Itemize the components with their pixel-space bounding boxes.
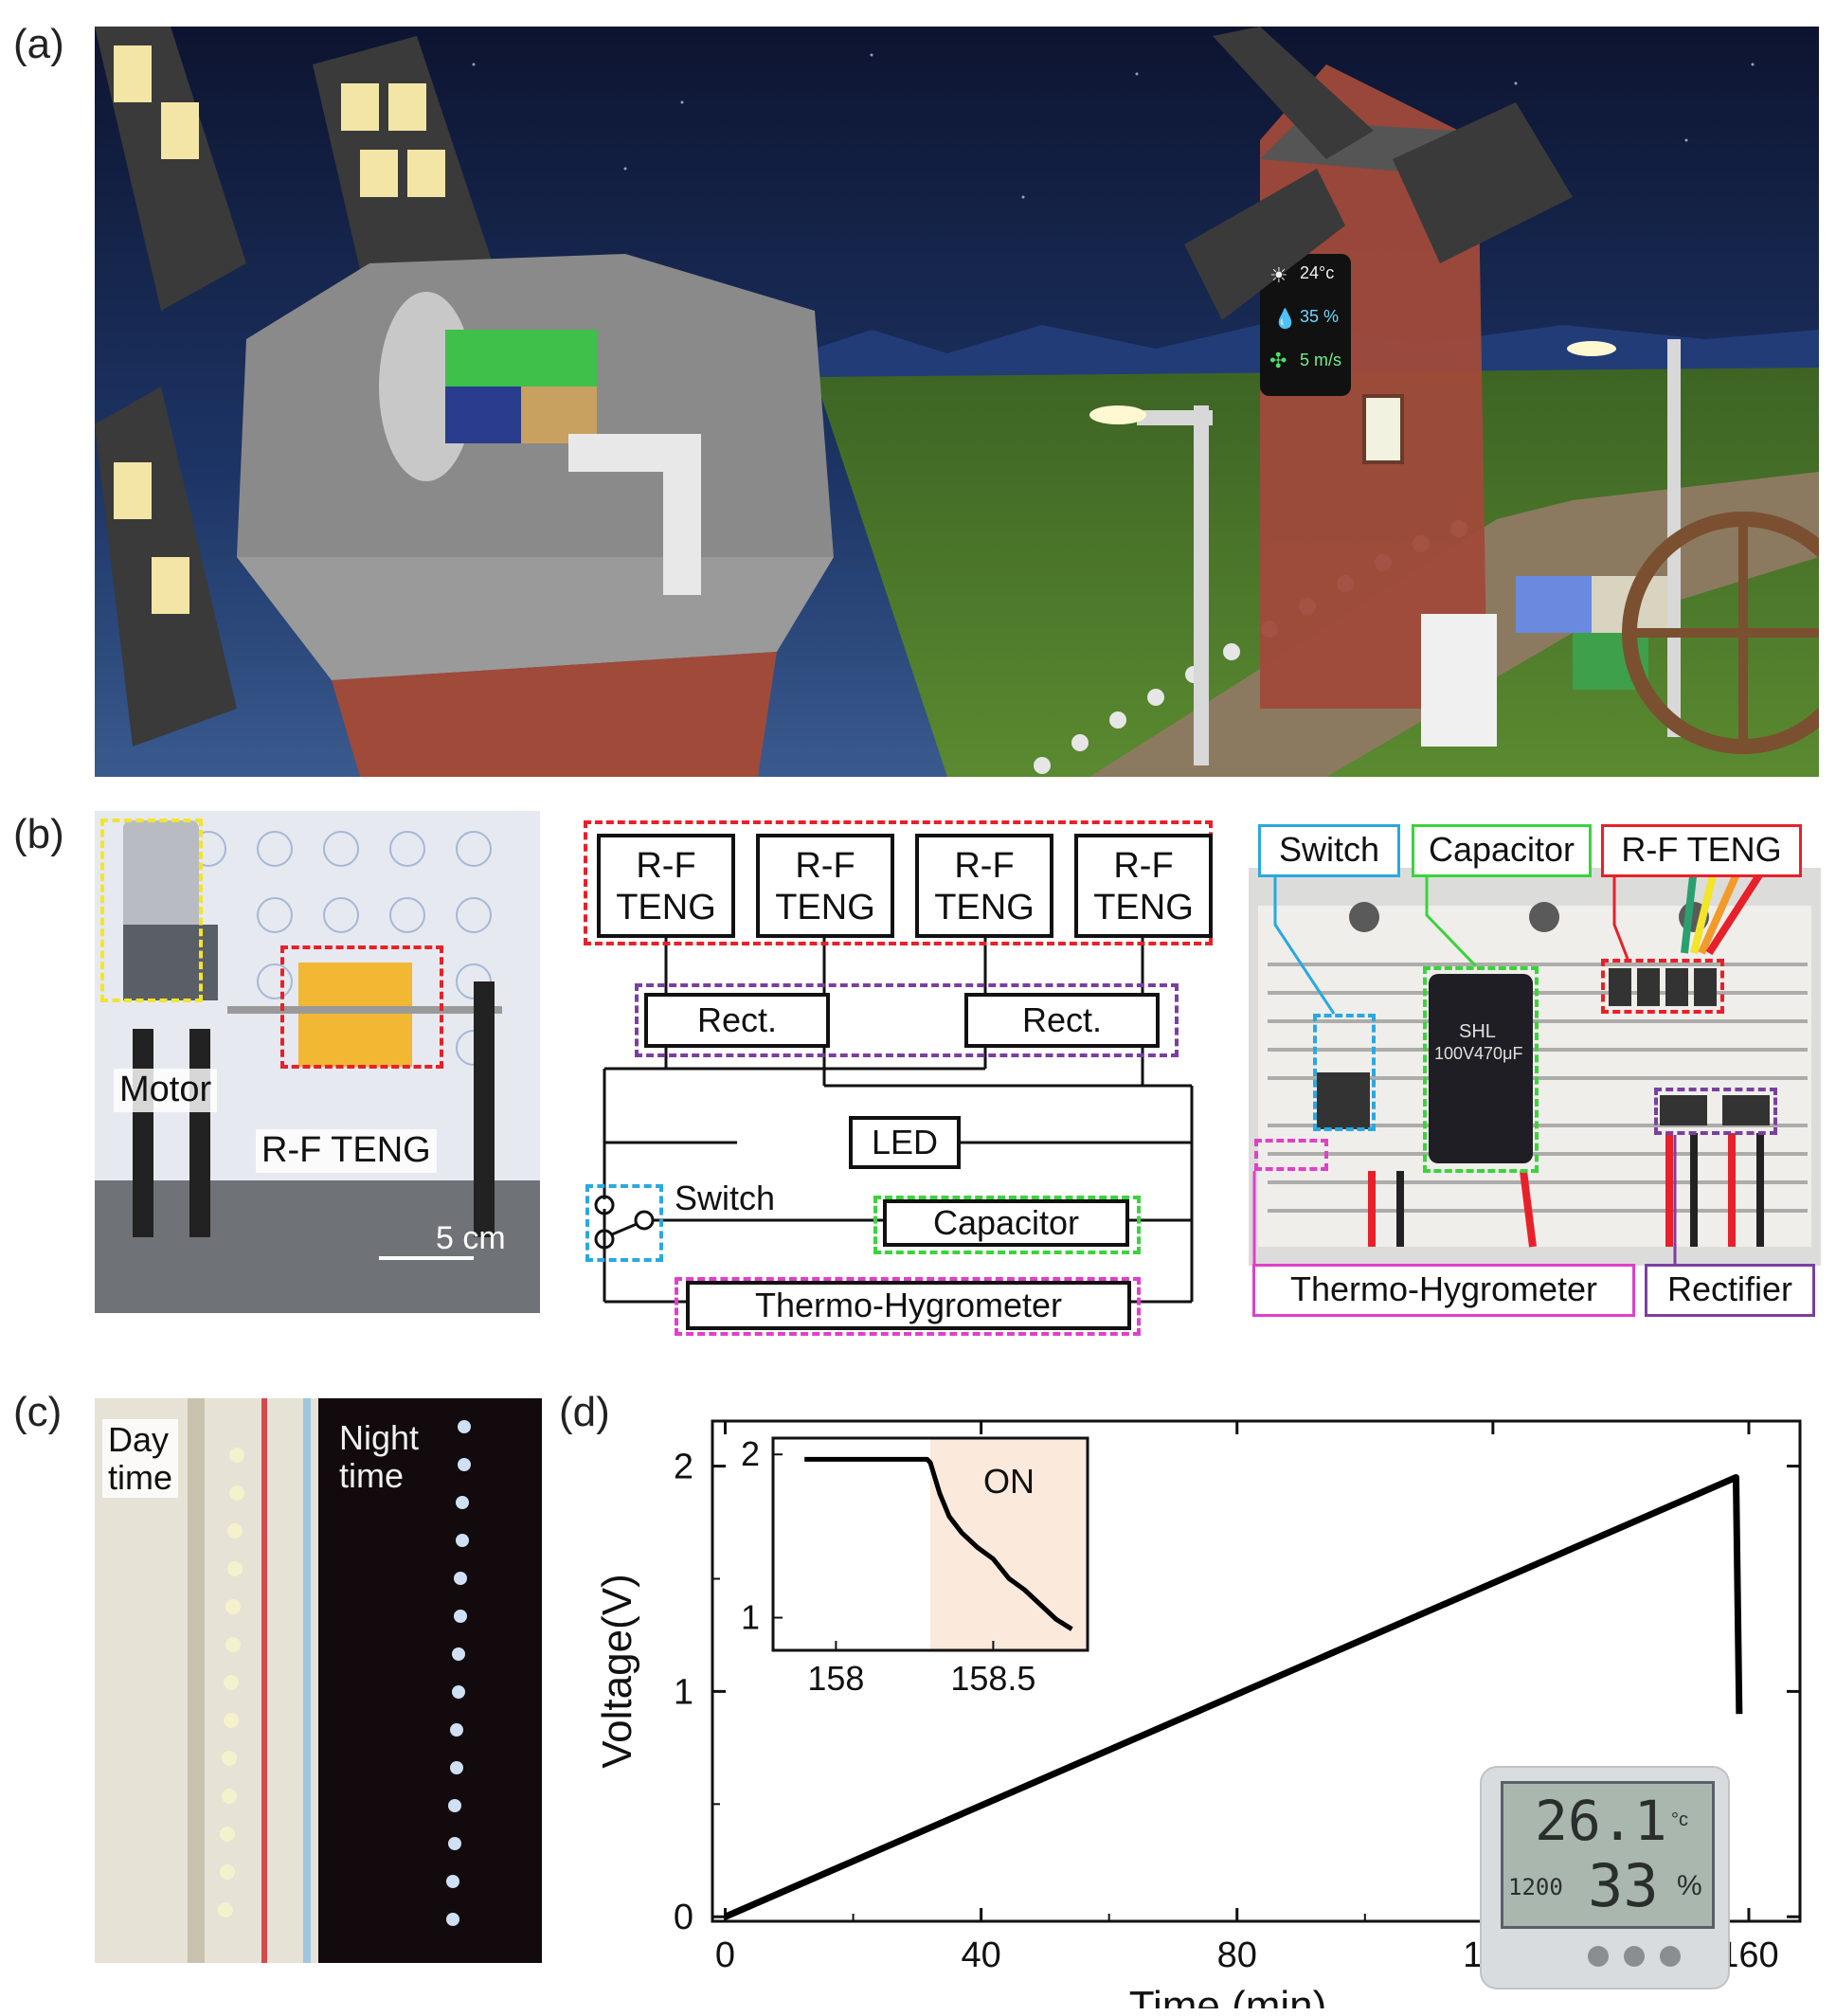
teng-box-3: R-F TENG xyxy=(915,834,1053,938)
x-tick-label: 40 xyxy=(961,1935,1000,1975)
inset-on-annotation: ON xyxy=(983,1462,1035,1501)
switch-component-box xyxy=(1313,1014,1376,1131)
capacitor-text-1: SHL xyxy=(1459,1021,1496,1042)
panel-label-a: (a) xyxy=(13,21,64,67)
sun-icon: ☀ xyxy=(1269,263,1288,287)
motor-highlight-box xyxy=(100,819,203,1002)
rf-teng-callout: R-F TENG xyxy=(1601,824,1802,877)
teng-box-3-line2: TENG xyxy=(934,888,1035,927)
rect-box-left: Rect. xyxy=(644,993,830,1048)
lcd-clock: 1200 xyxy=(1508,1874,1563,1900)
teng-box-4-line2: TENG xyxy=(1093,888,1194,927)
x-tick-label: 0 xyxy=(715,1935,735,1975)
night-line-1: Night xyxy=(339,1418,420,1457)
day-line-1: Day xyxy=(108,1420,170,1459)
lcd-temp-unit: °c xyxy=(1671,1809,1688,1830)
scale-bar-label: 5 cm xyxy=(436,1220,506,1256)
teng-box-3-line1: R-F xyxy=(954,846,1015,886)
windmill-illustration: 24°c 35 % 5 m/s ☀ 💧 ✣ xyxy=(95,27,1819,777)
night-time-label: Night time xyxy=(339,1419,419,1494)
day-line-2: time xyxy=(108,1457,173,1497)
switch-label: Switch xyxy=(675,1179,776,1217)
thermometer-button-2 xyxy=(1624,1946,1645,1967)
teng-box-1: R-F TENG xyxy=(597,834,735,938)
inset-x-tick-label: 158.5 xyxy=(950,1659,1035,1698)
led-night-graphic xyxy=(446,1420,471,1926)
night-line-2: time xyxy=(339,1455,405,1495)
y-axis-label: Voltage(V) xyxy=(594,1574,640,1768)
voltage-series-line xyxy=(724,1473,1743,1920)
thermo-group-box xyxy=(675,1277,1141,1336)
capacitor-callout: Capacitor xyxy=(1412,824,1592,877)
x-axis-label: Time (min) xyxy=(1129,1983,1327,2008)
y-tick-label: 0 xyxy=(674,1898,693,1937)
day-time-label: Day time xyxy=(102,1419,179,1499)
capacitor-component-box xyxy=(1423,966,1539,1173)
lcd-humidity: 33 xyxy=(1588,1851,1659,1920)
display-humidity: 35 % xyxy=(1300,307,1340,326)
led-box: LED xyxy=(849,1116,961,1169)
teng-box-2: R-F TENG xyxy=(756,834,894,938)
inset-y-tick-label: 1 xyxy=(741,1598,760,1637)
inset-y-tick-label: 2 xyxy=(741,1434,760,1473)
capacitor-text-2: 100V470μF xyxy=(1434,1044,1523,1063)
capacitor-group-box xyxy=(873,1196,1141,1254)
teng-box-1-line1: R-F xyxy=(636,846,696,886)
teng-box-2-line1: R-F xyxy=(795,846,855,886)
thermo-hygrometer-photo: 26.1 °c 1200 33 % xyxy=(1482,1768,1728,1988)
rf-teng-highlight-box xyxy=(280,945,443,1069)
rectifier-callout: Rectifier xyxy=(1645,1264,1815,1317)
circuit-wires xyxy=(594,938,1194,1304)
droplet-icon: 💧 xyxy=(1273,309,1297,330)
teng-box-4: R-F TENG xyxy=(1074,834,1213,938)
y-tick-label: 2 xyxy=(674,1448,693,1487)
main-plot-frame xyxy=(711,1419,1802,1923)
motor-setup-graphic xyxy=(95,811,540,1313)
inset-frame xyxy=(771,1436,1089,1652)
thermo-callout: Thermo-Hygrometer xyxy=(1252,1264,1635,1317)
windmill-scene xyxy=(95,27,1819,777)
thermometer-button-3 xyxy=(1660,1946,1681,1967)
inset-x-tick-label: 158 xyxy=(807,1659,864,1698)
inset-on-region xyxy=(930,1438,1088,1650)
breadboard-graphic xyxy=(1249,865,1821,1266)
lcd-humidity-unit: % xyxy=(1677,1870,1702,1901)
fan-icon: ✣ xyxy=(1269,349,1287,372)
callout-leaders xyxy=(1252,877,1677,1264)
panel-label-d: (d) xyxy=(559,1389,610,1435)
x-tick-label: 160 xyxy=(1719,1935,1778,1975)
switch-callout: Switch xyxy=(1258,824,1400,877)
rectifier-component-box xyxy=(1654,1088,1777,1135)
motor-label: Motor xyxy=(114,1069,218,1112)
thermo-component-box xyxy=(1254,1139,1328,1171)
panel-label-c: (c) xyxy=(13,1389,63,1435)
x-tick-label: 80 xyxy=(1217,1935,1257,1975)
display-wind: 5 m/s xyxy=(1300,351,1342,369)
lcd-screen xyxy=(1501,1781,1715,1929)
teng-box-2-line2: TENG xyxy=(775,888,875,927)
teng-box-4-line1: R-F xyxy=(1113,846,1174,886)
circuit-diagram: R-F TENG R-F TENG R-F TENG R-F TENG Rect… xyxy=(576,811,1220,1336)
thermometer-button-1 xyxy=(1588,1946,1609,1967)
switch-group-box xyxy=(585,1184,663,1262)
rf-teng-label: R-F TENG xyxy=(256,1129,437,1173)
rf-teng-component-box xyxy=(1601,959,1724,1014)
rect-box-right: Rect. xyxy=(964,993,1160,1048)
thermo-box: Thermo-Hygrometer xyxy=(686,1281,1131,1330)
capacitor-box: Capacitor xyxy=(883,1199,1129,1247)
y-tick-label: 1 xyxy=(674,1672,693,1712)
led-day-photo: Day time xyxy=(95,1398,318,1963)
lcd-temperature: 26.1 xyxy=(1535,1789,1667,1853)
motor-setup-photo: Motor R-F TENG 5 cm xyxy=(95,811,540,1313)
breadboard-photo: Switch Capacitor R-F TENG SHL 100V470μF … xyxy=(1249,811,1821,1351)
display-temperature: 24°c xyxy=(1300,263,1335,282)
led-night-photo: Night time xyxy=(318,1398,542,1963)
teng-box-1-line2: TENG xyxy=(616,888,716,927)
rectifier-group-box xyxy=(635,983,1179,1057)
inset-series-line xyxy=(804,1456,1073,1631)
panel-label-b: (b) xyxy=(13,811,64,857)
